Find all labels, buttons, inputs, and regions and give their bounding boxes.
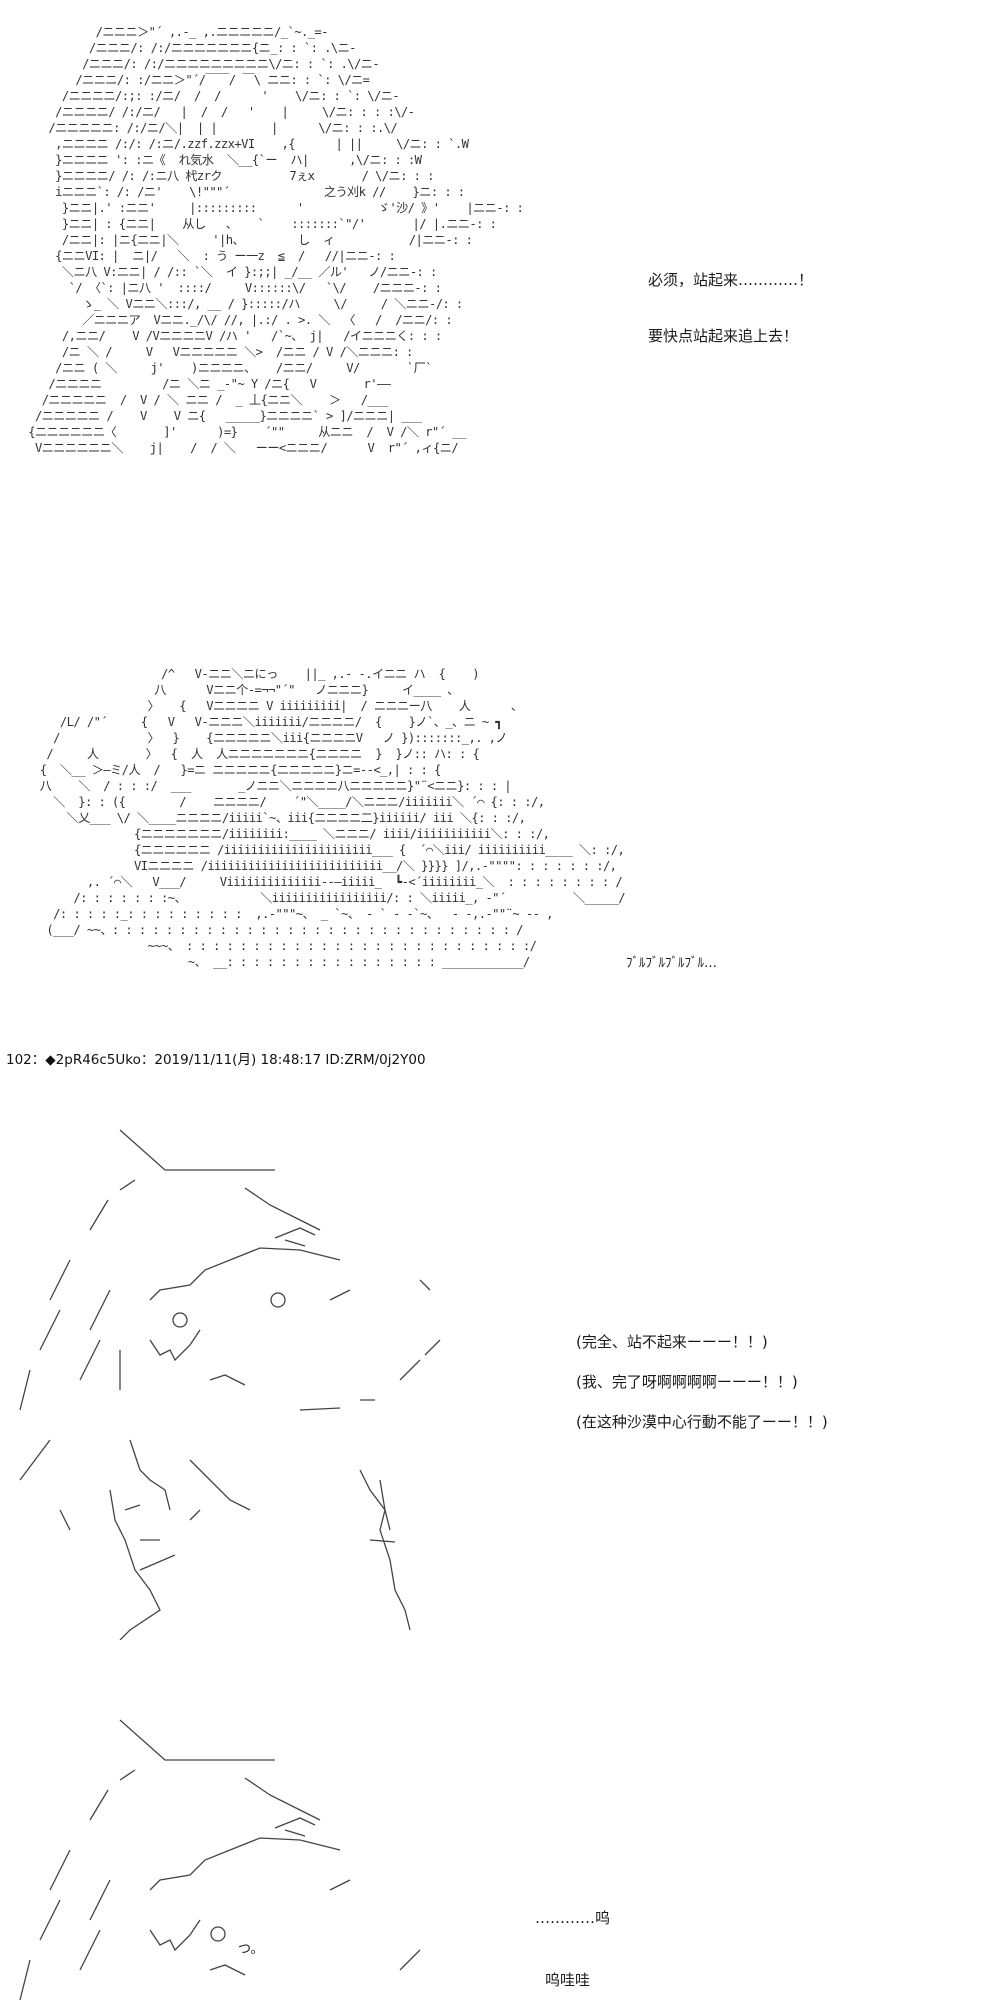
figure-art-panel-4 <box>19 1719 421 2000</box>
ascii-art-panel-2: /^ V-ニニ＼ニにっ ||_ ,.- -.イニニ ハ { ) 八 Vニニ个-=… <box>39 667 626 969</box>
dialogue-cannot-stand: (完全、站不起来ーーー！！) <box>576 1333 768 1351</box>
ascii-art-panel-1: /ニニニ＞"´ ,.-_ ,.ニニニニニ/_`~._=- /ニニニ/: /:/ニ… <box>28 25 524 455</box>
dialogue-hurry-chase: 要快点站起来追上去！ <box>648 327 799 345</box>
post-datetime: ：2019/11/11(月) 18:48:17 ID:ZRM/0j2Y00 <box>140 1052 426 1068</box>
dialogue-im-done: (我、完了呀啊啊啊啊ーーー！！) <box>576 1373 798 1391</box>
post-separator: ： <box>31 1052 46 1068</box>
trembling-sfx: ﾌﾞﾙﾌﾞﾙﾌﾞﾙﾌﾞﾙ… <box>626 956 717 971</box>
dialogue-desert-immobile: (在这种沙漠中心行動不能了ーー！！) <box>576 1413 828 1431</box>
dialogue-sob: …………呜 <box>535 1909 611 1927</box>
tear-drop-text: つ。 <box>238 1942 264 1957</box>
figure-art-panel-3 <box>19 1129 441 1531</box>
post-number: 102 <box>6 1052 32 1068</box>
dialogue-wail: 呜哇哇 <box>545 1971 591 1989</box>
dialogue-stand-up: 必须，站起来…………！ <box>648 271 814 289</box>
figure-art-panel-3-lower <box>109 1480 411 1640</box>
post-trip: ◆2pR46c5Uko <box>45 1052 141 1068</box>
post-header: 102：◆2pR46c5Uko：2019/11/11(月) 18:48:17 I… <box>6 1048 426 1068</box>
